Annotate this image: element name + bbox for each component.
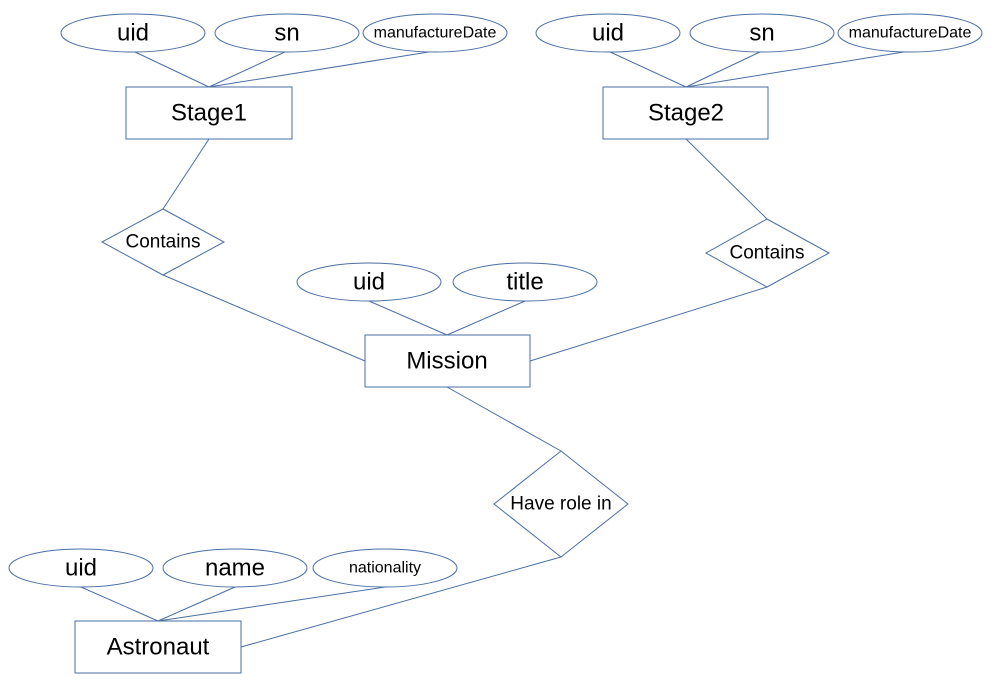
attribute-stage1-uid <box>60 13 206 53</box>
attribute-stage1-sn <box>214 13 360 53</box>
entity-stage1-label: Stage1 <box>171 100 247 127</box>
edge-stage2-sn <box>685 50 763 88</box>
attribute-astronaut-nationality <box>312 548 458 588</box>
edge-stage2-contains <box>685 138 768 220</box>
stage2-attributes: uid sn manufactureDate <box>535 13 983 53</box>
entity-mission: Mission <box>364 334 531 388</box>
edge-astronaut-name <box>157 586 236 622</box>
attribute-astronaut-name <box>162 548 308 588</box>
entity-stage1: Stage1 <box>125 86 293 140</box>
edge-stage1-manufacturedate <box>208 50 436 88</box>
relationship-have-role-in-diamond <box>493 450 629 558</box>
entity-mission-label: Mission <box>406 348 487 375</box>
attribute-stage2-uid-label: uid <box>592 20 624 47</box>
attribute-stage1-manufacturedate <box>362 13 508 53</box>
edge-mission-haverolein <box>446 386 562 452</box>
stage1-attributes: uid sn manufactureDate <box>60 13 508 53</box>
edge-contains-mission-left <box>162 274 366 362</box>
attribute-stage1-manufacturedate-label: manufactureDate <box>374 25 497 42</box>
attribute-stage2-sn <box>689 13 835 53</box>
attribute-mission-title-label: title <box>506 269 543 296</box>
relationship-have-role-in-label: Have role in <box>510 494 611 515</box>
edge-haverolein-astronaut <box>240 556 562 648</box>
entity-astronaut: Astronaut <box>74 620 242 674</box>
edge-astronaut-nationality <box>157 586 386 622</box>
attribute-mission-title <box>452 262 598 302</box>
attribute-astronaut-name-label: name <box>205 555 265 582</box>
attribute-mission-uid <box>296 262 442 302</box>
attribute-stage2-manufacturedate-label: manufactureDate <box>849 25 972 42</box>
attribute-stage2-uid <box>535 13 681 53</box>
attribute-astronaut-nationality-label: nationality <box>349 560 421 577</box>
edge-mission-title <box>446 300 526 336</box>
attribute-stage1-sn-label: sn <box>274 20 299 47</box>
entity-stage1-box <box>125 86 293 140</box>
relationship-contains-stage1-label: Contains <box>126 232 201 253</box>
edge-mission-uid <box>368 300 448 336</box>
edge-stage2-manufacturedate <box>685 50 911 88</box>
astronaut-attributes: uid name nationality <box>8 548 458 588</box>
entity-stage2: Stage2 <box>602 86 769 140</box>
edge-stage1-contains <box>162 138 210 210</box>
relationship-contains-stage2-label: Contains <box>730 243 805 264</box>
relationship-have-role-in: Have role in <box>493 450 629 558</box>
edge-astronaut-uid <box>80 586 159 622</box>
edge-stage2-uid <box>607 50 687 88</box>
entity-astronaut-label: Astronaut <box>107 634 210 661</box>
attribute-stage2-sn-label: sn <box>749 20 774 47</box>
relationship-contains-stage1-diamond <box>100 208 226 276</box>
attribute-stage1-uid-label: uid <box>117 20 149 47</box>
edge-stage1-uid <box>132 50 210 88</box>
relationship-contains-stage1: Contains <box>100 208 226 276</box>
edge-contains-mission-right <box>529 286 768 362</box>
attribute-stage2-manufacturedate <box>837 13 983 53</box>
connector-lines <box>80 50 911 648</box>
entity-stage2-box <box>602 86 769 140</box>
mission-attributes: uid title <box>296 262 598 302</box>
edge-stage1-sn <box>208 50 288 88</box>
relationship-contains-stage2-diamond <box>704 218 831 288</box>
attribute-astronaut-uid <box>8 548 154 588</box>
relationship-contains-stage2: Contains <box>704 218 831 288</box>
entity-mission-box <box>364 334 531 388</box>
attribute-mission-uid-label: uid <box>353 269 385 296</box>
attribute-astronaut-uid-label: uid <box>65 555 97 582</box>
entity-stage2-label: Stage2 <box>648 100 724 127</box>
entity-astronaut-box <box>74 620 242 674</box>
